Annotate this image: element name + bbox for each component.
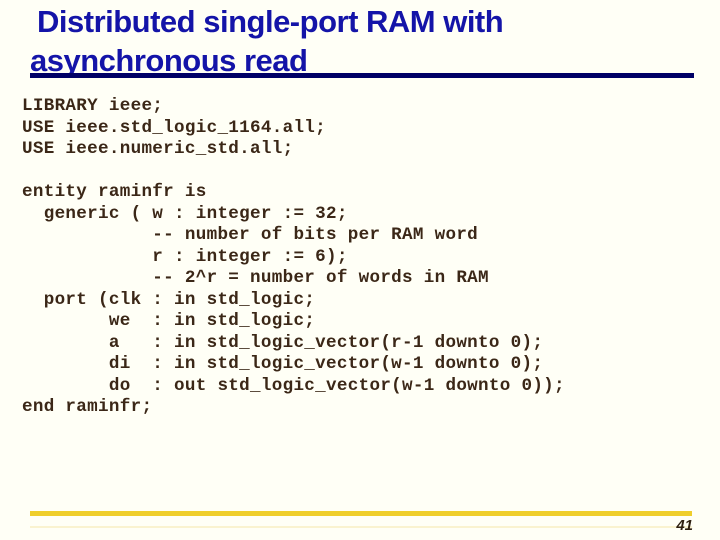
footer-gold-rule-faint (30, 526, 692, 528)
footer-gold-rule (30, 511, 692, 516)
slide-page-number: 41 (676, 517, 693, 534)
slide-title-line1: Distributed single-port RAM with (37, 4, 504, 39)
vhdl-code-block: LIBRARY ieee; USE ieee.std_logic_1164.al… (22, 96, 565, 417)
title-divider-rule (30, 73, 694, 78)
